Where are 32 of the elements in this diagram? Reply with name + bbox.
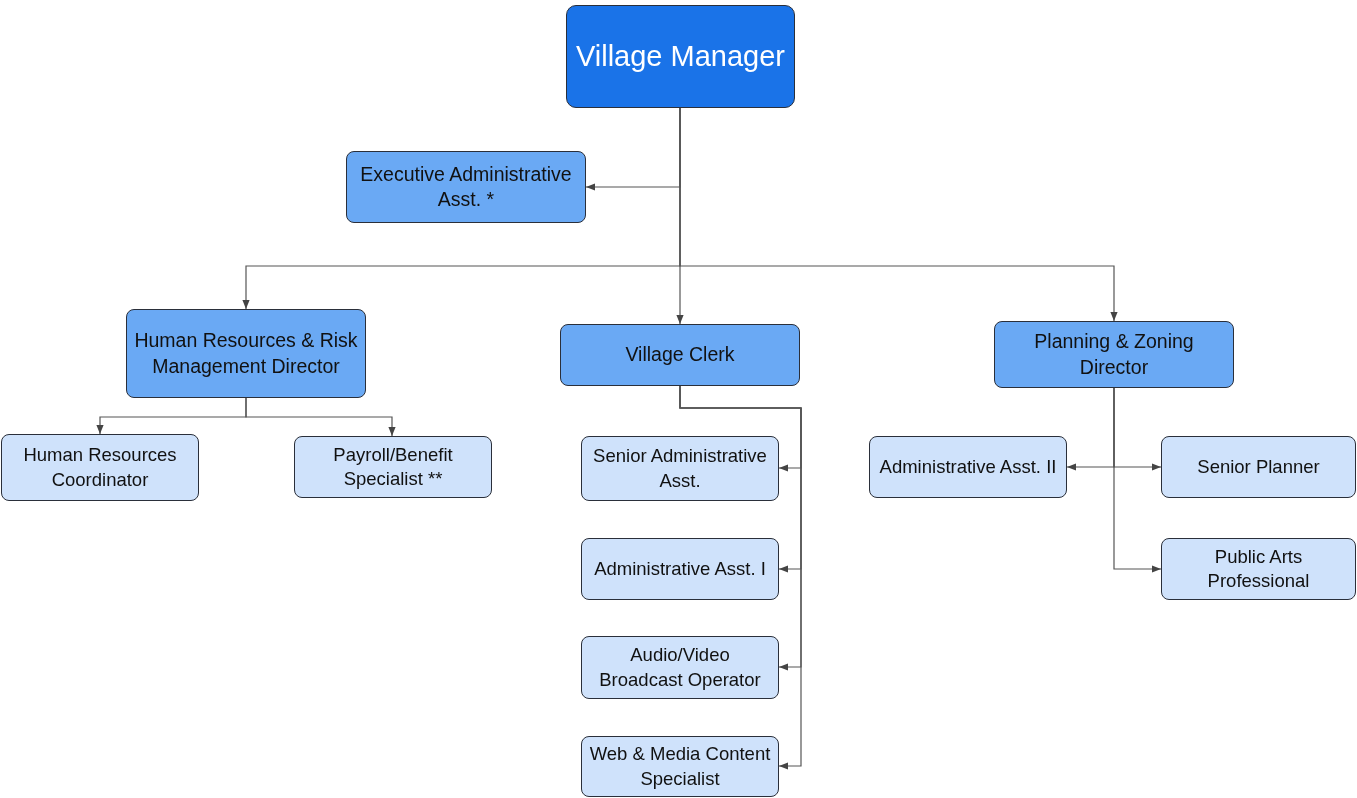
connector-arrow — [1113, 387, 1162, 573]
connector-arrow — [679, 107, 1118, 322]
position-box — [1, 434, 199, 501]
position-title: Village Manager — [575, 39, 785, 75]
position-title: Web & Media Content Specialist — [588, 742, 772, 791]
position-box — [581, 436, 779, 501]
position-title: Human Resources & Risk Management Director — [133, 328, 359, 379]
position-box — [1161, 538, 1356, 600]
position-title: Senior Planner — [1197, 454, 1320, 479]
position-title: Administrative Asst. II — [879, 454, 1057, 479]
position-box — [1161, 436, 1356, 498]
position-title: Payroll/Benefit Specialist ** — [332, 442, 454, 491]
position-box — [126, 309, 366, 398]
position-box — [566, 5, 795, 108]
position-box — [560, 324, 800, 386]
position-box — [994, 321, 1234, 388]
position-title: Administrative Asst. I — [594, 556, 766, 581]
position-box — [346, 151, 586, 223]
position-title: Public Arts Professional — [1206, 544, 1311, 593]
position-box — [581, 636, 779, 699]
position-box — [294, 436, 492, 498]
position-box — [581, 736, 779, 797]
position-title: Senior Administrative Asst. — [592, 444, 768, 493]
position-box — [581, 538, 779, 600]
connector-arrow — [245, 397, 396, 437]
position-title: Human Resources Coordinator — [22, 443, 178, 492]
position-title: Planning & Zoning Director — [1033, 329, 1195, 380]
position-title: Village Clerk — [625, 342, 735, 368]
position-title: Executive Administrative Asst. * — [359, 161, 573, 212]
position-title: Audio/Video Broadcast Operator — [598, 643, 762, 692]
connector-arrow — [679, 385, 802, 770]
position-box — [869, 436, 1067, 498]
